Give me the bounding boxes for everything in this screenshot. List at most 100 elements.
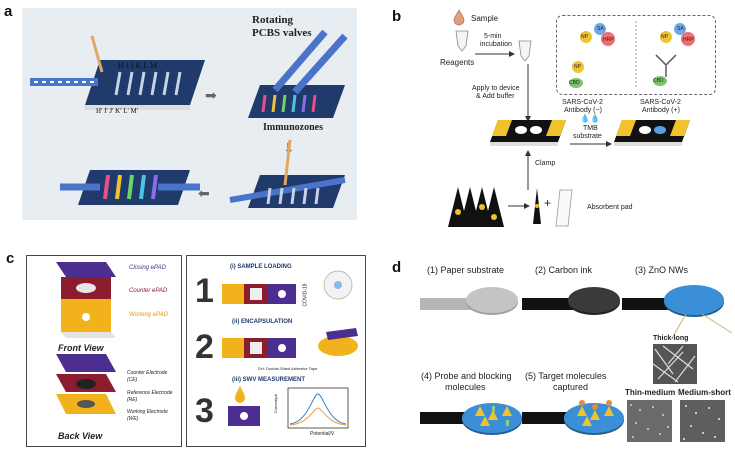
pipette-icon [90, 35, 104, 73]
step3-label: (iii) SWV MEASUREMENT [232, 377, 305, 383]
absorbent-label: Absorbent pad [587, 204, 633, 211]
d-step2-label: (2) Carbon ink [535, 265, 593, 275]
clamp-label: Clamp [535, 160, 556, 167]
target-captured [522, 400, 624, 435]
plus-sign: + [544, 196, 552, 210]
step1-number: 1 [195, 272, 214, 310]
tmb-label-2: substrate [573, 133, 602, 140]
tmb-arrow [570, 141, 612, 147]
sa-label-1: SA [597, 26, 604, 32]
arrow-right: ➡ [205, 87, 217, 103]
ce-label-1: Counter Electrode [127, 370, 168, 376]
cbd-label-1: CBD [569, 80, 580, 86]
step2-number: 2 [195, 328, 214, 366]
chip-top-letters: H I J K L M [118, 61, 158, 70]
antibody-neg-1: SARS-CoV-2 [562, 99, 603, 106]
panel-a-letter: a [4, 3, 13, 20]
apply-label-2: & Add buffer [476, 93, 515, 100]
step2-label: (ii) ENCAPSULATION [232, 319, 293, 325]
thick-long-sem [652, 344, 697, 384]
d-step4-label-2: molecules [445, 382, 486, 392]
medium-short-label: Medium-short [678, 388, 731, 397]
step1-label: (i) SAMPLE LOADING [230, 264, 292, 270]
swv-plot [287, 387, 349, 429]
re-label-2: (RE) [127, 397, 138, 403]
re-label-1: Reference Electrode [127, 390, 173, 396]
d-step1-label: (1) Paper substrate [427, 265, 505, 275]
virus-icon [323, 270, 353, 300]
sa-label-2: SA [677, 26, 684, 32]
paper-substrate [420, 287, 518, 315]
potential-axis-label: Potential/V [310, 431, 335, 437]
d-step5-label-1: (5) Target molecules [525, 371, 607, 381]
apply-arrow [525, 64, 531, 122]
thick-long-label: Thick-long [653, 335, 689, 342]
absorbent-pad [555, 189, 573, 227]
device-after [614, 120, 690, 146]
thin-medium-sem [627, 400, 672, 442]
tmb-drops: 💧💧 [580, 114, 600, 123]
working-epad-label: Working ePAD [129, 312, 168, 318]
antibody-box [556, 15, 716, 95]
folded-device [448, 187, 504, 227]
panel-c-letter: c [6, 250, 15, 267]
incubation-arrow [475, 51, 515, 57]
counter-epad-label: Counter ePAD [129, 288, 168, 294]
closing-epad-label: Closing ePAD [129, 265, 166, 271]
we-label-1: Working Electrode [127, 409, 168, 415]
tube-incubated-icon [518, 40, 532, 62]
chip-loading [229, 139, 346, 208]
step1-device [222, 284, 296, 304]
chip-rotating [248, 29, 348, 118]
tape-label: DH: Double-Sided Adhesive Tape [258, 366, 318, 371]
medium-short-sem [680, 400, 725, 442]
chip-initial [30, 60, 205, 110]
cbd-label-2: CBD [653, 78, 664, 84]
covid-label-1: COVID-19 [302, 283, 309, 307]
d-step3-label: (3) ZnO NWs [635, 265, 688, 275]
reagents-label: Reagents [440, 58, 475, 67]
np-label-3: NP [661, 34, 668, 40]
stacked-device [533, 188, 541, 224]
tube-icon [455, 30, 469, 52]
apply-label-1: Apply to device [472, 85, 520, 92]
front-view-device [56, 262, 116, 338]
d-step4-label-1: (4) Probe and blocking [421, 371, 512, 381]
ce-label-2: (CE) [127, 377, 138, 383]
hrp-label-2: HRP [683, 37, 694, 43]
incubation-label-2: incubation [480, 41, 512, 48]
tape-icon [318, 328, 358, 356]
current-axis-label: Current/μA [273, 393, 279, 414]
arrow-left: ⬅ [198, 185, 210, 201]
tmb-label-1: TMB [583, 125, 598, 132]
immunozones-label: Immunozones [263, 122, 324, 133]
probe-blocking [420, 403, 522, 435]
zno-nws [622, 285, 733, 339]
fold-arrow [508, 203, 530, 209]
we-label-2: (WE) [127, 416, 139, 422]
carbon-ink [522, 287, 620, 315]
chip-final [60, 170, 200, 205]
pcbs-valves-label: PCBS valves [252, 27, 312, 39]
antibody-pos-1: SARS-CoV-2 [640, 99, 681, 106]
rotating-label: Rotating [252, 14, 293, 26]
panel-b-letter: b [392, 8, 402, 25]
thin-medium-label: Thin-medium [625, 388, 676, 397]
np-label-2: NP [574, 64, 581, 70]
clamp-arrow [525, 150, 531, 190]
d-step5-label-2: captured [553, 382, 589, 392]
antibody-pos-2: Antibody (+) [642, 107, 680, 114]
back-view-label: Back View [58, 431, 103, 441]
step3-device [228, 386, 260, 426]
incubation-label-1: 5-min [484, 33, 502, 40]
sample-drop-icon [453, 9, 465, 26]
device-before [490, 120, 566, 146]
np-label-1: NP [581, 34, 588, 40]
step2-device [222, 338, 296, 358]
panel-d-letter: d [392, 259, 402, 276]
front-view-label: Front View [58, 343, 104, 353]
sample-label: Sample [471, 14, 499, 23]
antibody-neg-2: Antibody (−) [564, 107, 602, 114]
hrp-label-1: HRP [603, 37, 614, 43]
chip-bottom-letters: H' I' J' K' L' M' [96, 107, 138, 115]
